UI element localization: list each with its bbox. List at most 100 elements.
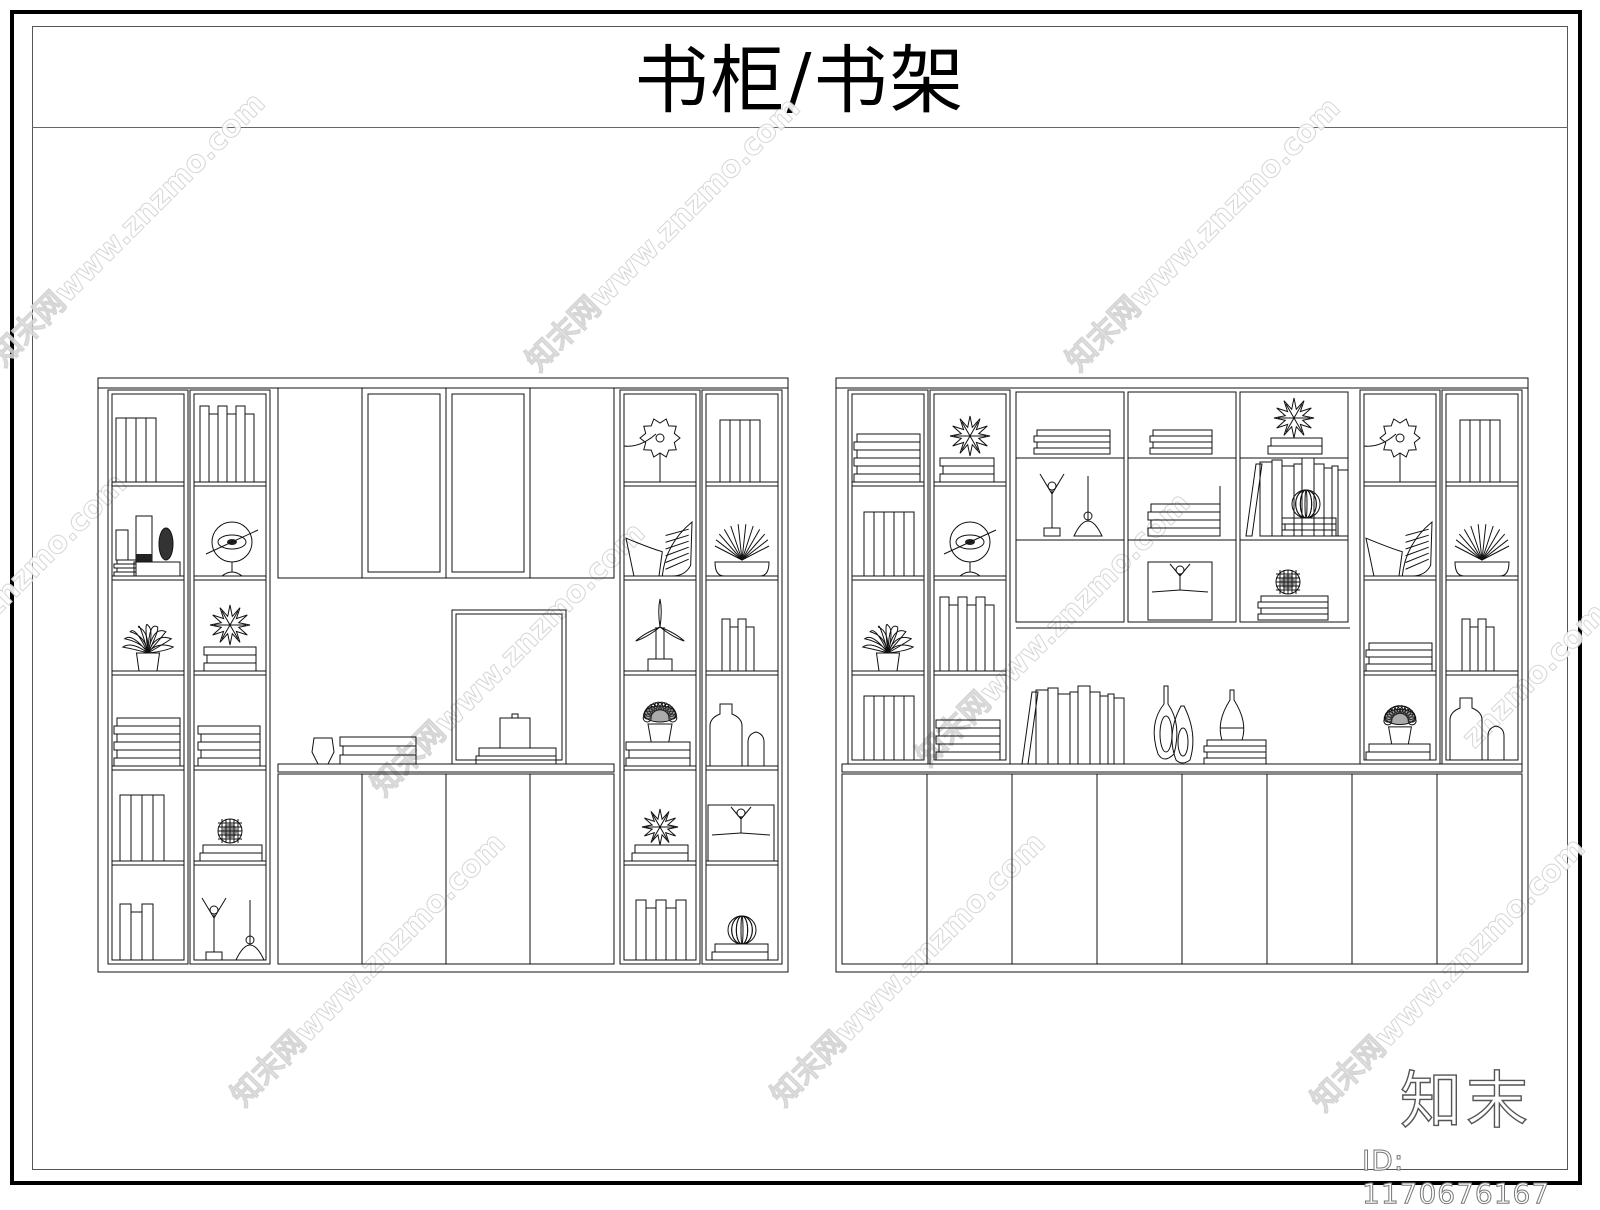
leaf: [148, 631, 166, 653]
book: [943, 466, 994, 474]
bonsai-frond: [1482, 524, 1486, 560]
bottle-vase: [710, 704, 742, 766]
book: [636, 900, 646, 960]
book: [715, 944, 768, 952]
bonsai-frond: [719, 534, 742, 560]
windmill: [636, 599, 684, 671]
book: [142, 904, 153, 960]
bookcase-elevation-left: [98, 378, 788, 972]
book: [626, 742, 690, 750]
shelf-column: [108, 390, 188, 964]
bonsai-pot: [715, 562, 769, 576]
melon-rib: [741, 916, 743, 944]
handstand-head: [246, 936, 254, 944]
gymnast-frame: [708, 805, 774, 861]
book: [746, 627, 754, 671]
frame: [1148, 562, 1212, 620]
upper-door: [446, 388, 530, 578]
foliage: [1408, 717, 1416, 725]
column-frame: [620, 390, 700, 964]
bonsai-frond: [731, 526, 742, 560]
books-stacked: [1282, 518, 1336, 536]
book: [218, 406, 227, 482]
feather: [666, 535, 689, 542]
glass-door-panel: [452, 394, 524, 572]
book: [1478, 619, 1486, 671]
book: [1037, 442, 1110, 448]
bonsai-frond: [738, 524, 742, 560]
book: [1148, 512, 1220, 520]
feather: [666, 553, 689, 562]
book: [1258, 602, 1328, 608]
book: [676, 900, 686, 960]
bonsai-frond: [742, 534, 765, 560]
book: [884, 512, 894, 576]
book: [1490, 420, 1500, 482]
sun-rays: [640, 419, 680, 457]
handstand-head: [1084, 512, 1092, 520]
small-vase: [748, 732, 764, 766]
book: [1282, 530, 1336, 536]
book: [114, 726, 180, 734]
book: [940, 458, 994, 466]
books-upright: [1460, 420, 1500, 482]
page-title: 书柜/书架: [634, 38, 966, 124]
book: [857, 466, 920, 474]
lower-door: [530, 774, 614, 964]
foliage: [643, 714, 651, 722]
book: [1470, 420, 1480, 482]
lower-door: [842, 774, 927, 964]
book: [120, 795, 131, 861]
candle: [116, 530, 128, 560]
books-upright: [120, 795, 164, 861]
lower-door: [1437, 774, 1522, 964]
book: [936, 736, 1000, 744]
cubby-frame: [1016, 392, 1124, 622]
column-inner: [706, 394, 778, 960]
star-facet: [970, 436, 978, 450]
star-facet: [1286, 404, 1294, 418]
leaf: [148, 637, 171, 653]
book: [940, 474, 994, 482]
globe-base: [222, 572, 242, 576]
book: [720, 420, 730, 482]
melon-rib: [736, 916, 747, 944]
book: [626, 758, 690, 766]
book: [126, 418, 136, 482]
succulent: [159, 528, 173, 560]
column-inner: [1364, 394, 1436, 760]
book: [1153, 442, 1212, 448]
book: [153, 795, 164, 861]
star-outline: [1274, 398, 1314, 438]
book: [131, 795, 142, 861]
figure-arm: [214, 898, 226, 918]
book: [201, 734, 260, 742]
book: [198, 742, 260, 750]
book: [131, 912, 142, 960]
book: [136, 418, 146, 482]
star-facet: [970, 422, 978, 436]
windmill-base: [648, 659, 672, 671]
star-sculpture: [1274, 398, 1314, 438]
dome-base: [1074, 521, 1102, 536]
bonsai-frond: [742, 546, 769, 560]
ring-vase-short: [1172, 706, 1193, 763]
book: [204, 647, 256, 655]
book: [1369, 657, 1432, 664]
bonsai-frond: [1471, 526, 1482, 560]
carcass: [98, 388, 788, 972]
books-stacked: [1268, 438, 1322, 454]
foliage: [669, 714, 677, 722]
book: [209, 414, 218, 482]
bonsai-pot: [1455, 562, 1509, 576]
bonsai-frond: [1482, 526, 1493, 560]
melon-rib: [1305, 490, 1307, 518]
column-inner: [1446, 394, 1518, 760]
figure-head: [210, 906, 218, 914]
bonsai-frond: [715, 546, 742, 560]
book: [1150, 448, 1212, 454]
star-outline: [642, 809, 678, 845]
wave: [1364, 434, 1396, 446]
book: [874, 696, 884, 760]
pot: [136, 653, 159, 671]
